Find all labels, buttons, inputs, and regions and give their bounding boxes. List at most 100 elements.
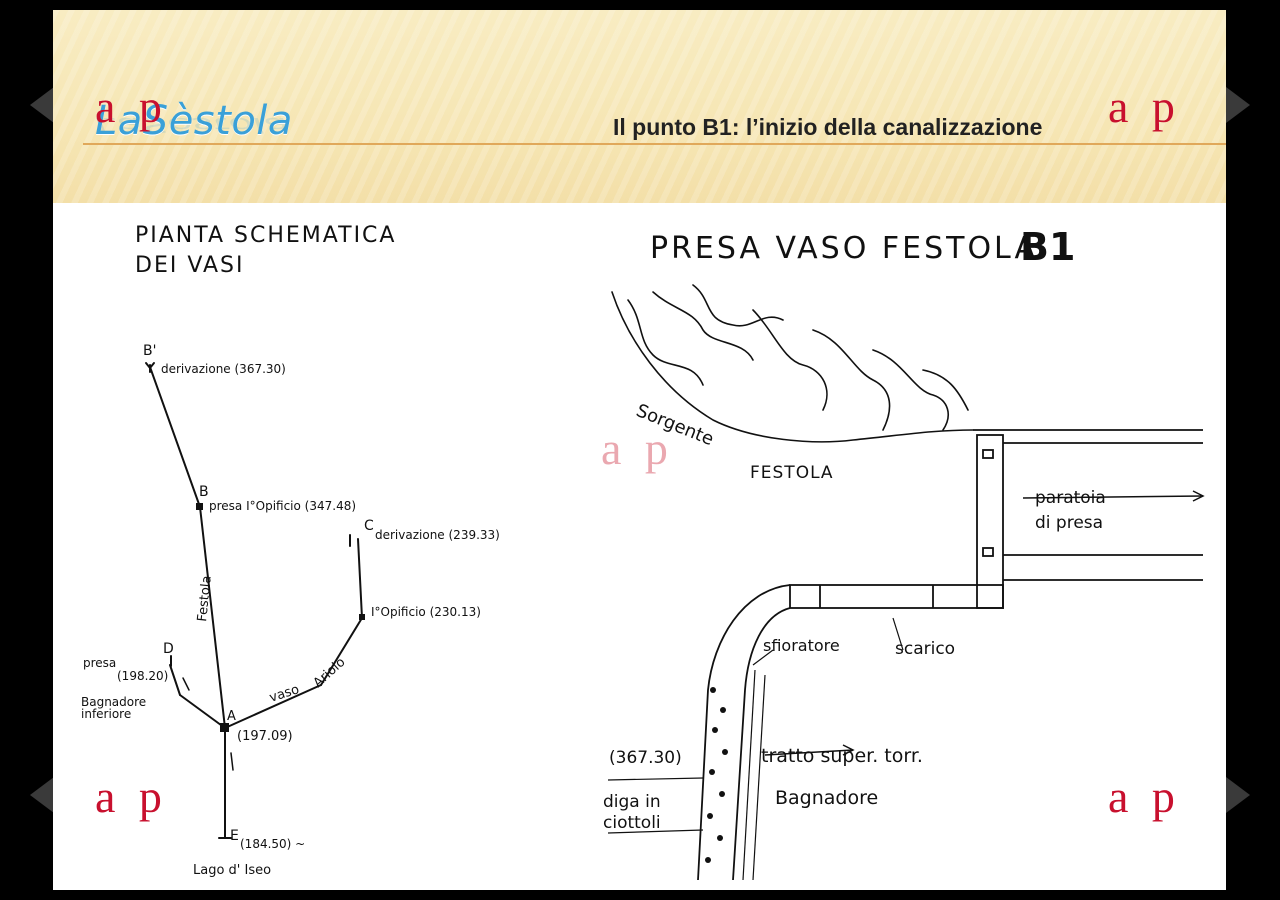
slide-header: LaSèstola LaSèstola Il punto B1: l’inizi… [53,10,1226,203]
node-a [220,723,229,732]
pebble [719,791,725,797]
spring-rock-sketch [611,284,974,443]
sfioratore-leader [752,649,774,666]
gate-detail-top [982,449,994,459]
right-diagram-labels: Sorgente FESTOLA paratoia di presa sfior… [603,400,1106,833]
right-title: PRESA VASO FESTOLA [650,231,1038,266]
label-deriv-c: derivazione (239.33) [375,528,500,542]
label-deriv-b: derivazione (367.30) [161,362,286,376]
pebble [717,835,723,841]
label-a: A [227,709,236,724]
label-bagnadore: Bagnadore [775,787,878,809]
pebble [722,749,728,755]
flow-arrow-a-e [230,752,234,771]
channel-d-lower [179,694,226,729]
rock-crack-7 [922,369,969,411]
pebble [720,707,726,713]
label-d: D [163,641,174,657]
slide-title: Il punto B1: l’inizio della canalizzazio… [613,114,1043,140]
watermark-top-right: a p [1108,81,1181,132]
label-quota-a: (197.09) [237,729,293,744]
label-bagnadore: Bagnadore [81,695,146,709]
label-presa-d: presa [83,656,116,670]
discharge-channel [789,584,1004,609]
gate-detail-bottom [982,547,994,557]
junction-b-prime-l [145,362,151,369]
label-lago: Lago d' Iseo [193,863,271,878]
label-e: E [230,828,239,844]
label-scarico: scarico [895,639,955,659]
channel-ariolo-lower [224,684,322,729]
rock-crack-1 [627,299,704,386]
spring-outline [611,291,974,443]
rock-crack-3 [692,284,784,327]
tratto-arrow [764,749,854,756]
label-festola-channel: Festola [195,575,215,622]
flow-arrow-d [182,677,190,691]
junction-b-prime-r [149,362,155,369]
watermark-center: a p [601,423,674,474]
left-title-line1: PIANTA SCHEMATICA [135,223,396,248]
watermark-bottom-right: a p [1108,771,1181,822]
next-slide-arrow-icon-bottom[interactable] [1226,777,1250,813]
rock-crack-6 [872,349,949,431]
paratoia-arrow [1022,495,1204,499]
label-tratto: tratto super. torr. [761,745,923,767]
stream-line-1 [742,669,756,881]
watermark-top-left: a p [95,81,168,132]
previous-slide-arrow-icon[interactable] [30,87,54,123]
label-quota-e: (184.50) ~ [240,837,305,851]
diga-leader [607,829,704,834]
left-diagram-title: PIANTA SCHEMATICA DEI VASI [135,223,396,278]
label-quota: (367.30) [609,748,682,768]
next-slide-arrow-icon[interactable] [1226,87,1250,123]
rock-crack-2 [652,291,754,361]
label-b-prime: B' [143,343,156,359]
pebble [709,769,715,775]
pebble [712,727,718,733]
paratoia-arrow-head [1192,490,1205,502]
spillway-outer-wall [697,584,791,881]
node-c-opificio [359,614,365,620]
right-diagram-title: PRESA VASO FESTOLA B1 [650,225,1075,269]
channel-d-upper [169,664,181,696]
pebble [705,857,711,863]
label-b: B [199,484,209,500]
slide: LaSèstola LaSèstola Il punto B1: l’inizi… [53,10,1226,890]
tratto-arrow-head [842,744,855,756]
label-presa-b: presa I°Opificio (347.48) [209,499,356,513]
watermark-bottom-left: a p [95,771,168,822]
header-divider [83,143,1226,145]
pebble [707,813,713,819]
dam-pebbles [705,687,728,863]
channel-b-prime-b [149,366,201,508]
label-sfioratore: sfioratore [763,636,840,655]
label-festola-spring: FESTOLA [750,463,834,483]
label-inferiore: inferiore [81,707,131,721]
channel-c [357,538,363,619]
label-quota-d: (198.20) [117,669,168,683]
node-b [196,503,203,510]
channel-ariolo-upper [320,617,363,686]
quota-leader [607,777,704,781]
spillway-inner-wall [732,607,791,881]
previous-slide-arrow-icon-bottom[interactable] [30,777,54,813]
rock-crack-5 [812,329,891,431]
label-di-presa: di presa [1035,513,1103,533]
scarico-leader [892,617,904,651]
label-ciottoli: ciottoli [603,813,661,833]
channel-festola [199,506,226,729]
label-opificio-c: I°Opificio (230.13) [371,605,481,619]
label-diga-in: diga in [603,792,661,812]
gate-frame [976,434,1004,609]
stream-line-2 [752,674,766,881]
diagram-canvas: PIANTA SCHEMATICA DEI VASI B' derivazion… [81,223,1205,881]
left-network-lines [145,362,363,839]
logo: LaSèstola [95,98,293,144]
rock-crack-4 [752,309,828,411]
intake-structure [607,429,1205,881]
right-code: B1 [1020,225,1075,269]
left-title-line2: DEI VASI [135,253,244,278]
pebble [710,687,716,693]
label-ariolo: Ariolo [311,655,349,691]
